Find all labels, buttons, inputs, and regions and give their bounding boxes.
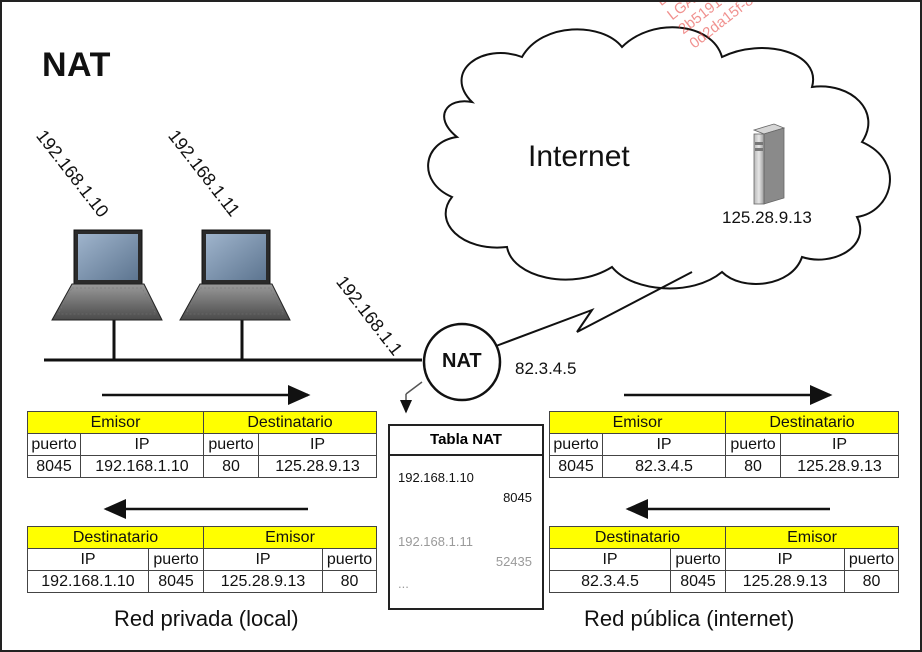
packet-private-out: Emisor Destinatario puerto IP puerto IP … xyxy=(27,411,377,478)
packet-subheader: puerto xyxy=(322,548,377,571)
packet-public-out: Emisor Destinatario puerto IP puerto IP … xyxy=(549,411,899,478)
laptop-1-icon xyxy=(51,229,163,321)
nat-table: Tabla NAT 192.168.1.10 8045 192.168.1.11… xyxy=(388,424,544,610)
packet-header: Destinatario xyxy=(725,411,899,434)
packet-subheader: IP xyxy=(80,433,204,456)
packet-subheader: IP xyxy=(258,433,377,456)
packet-subheader: IP xyxy=(549,548,671,571)
packet-subheader: IP xyxy=(725,548,845,571)
packet-subheader: puerto xyxy=(27,433,81,456)
packet-header: Destinatario xyxy=(27,526,204,549)
packet-header: Destinatario xyxy=(203,411,377,434)
packet-value: 80 xyxy=(725,455,781,478)
packet-value: 8045 xyxy=(148,570,204,593)
packet-header: Destinatario xyxy=(549,526,726,549)
wan-link xyxy=(495,271,693,347)
packet-value: 8045 xyxy=(27,455,81,478)
router-wan-ip-label: 82.3.4.5 xyxy=(515,359,577,378)
packet-header: Emisor xyxy=(725,526,899,549)
server-ip-label: 125.28.9.13 xyxy=(722,208,812,227)
packet-value: 82.3.4.5 xyxy=(549,570,671,593)
public-network-label: Red pública (internet) xyxy=(584,606,795,631)
packet-value: 80 xyxy=(203,455,259,478)
packet-value: 80 xyxy=(844,570,899,593)
packet-subheader: puerto xyxy=(549,433,603,456)
packet-value: 80 xyxy=(322,570,377,593)
packet-subheader: IP xyxy=(602,433,726,456)
packet-subheader: IP xyxy=(780,433,899,456)
packet-value: 125.28.9.13 xyxy=(258,455,377,478)
internet-label: Internet xyxy=(528,140,630,173)
nat-entry-port: 52435 xyxy=(495,554,532,569)
page-title: NAT xyxy=(42,46,111,84)
nat-entry-port: 8045 xyxy=(503,490,532,505)
packet-value: 125.28.9.13 xyxy=(725,570,845,593)
internet-cloud xyxy=(427,26,891,290)
packet-subheader: puerto xyxy=(203,433,259,456)
laptop-2-icon xyxy=(179,229,291,321)
packet-value: 125.28.9.13 xyxy=(203,570,323,593)
server-icon xyxy=(752,123,786,205)
packet-value: 82.3.4.5 xyxy=(602,455,726,478)
packet-value: 192.168.1.10 xyxy=(27,570,149,593)
nat-router-circle xyxy=(422,322,502,402)
packet-subheader: IP xyxy=(27,548,149,571)
packet-header: Emisor xyxy=(27,411,204,434)
packet-public-in: Destinatario Emisor IP puerto IP puerto … xyxy=(549,526,899,593)
packet-header: Emisor xyxy=(203,526,377,549)
nat-entry-ip: 192.168.1.11 xyxy=(398,534,473,549)
packet-value: 192.168.1.10 xyxy=(80,455,204,478)
packet-value: 8045 xyxy=(549,455,603,478)
packet-header: Emisor xyxy=(549,411,726,434)
packet-value: 125.28.9.13 xyxy=(780,455,899,478)
packet-subheader: puerto xyxy=(725,433,781,456)
packet-subheader: puerto xyxy=(844,548,899,571)
packet-value: 8045 xyxy=(670,570,726,593)
nat-table-title: Tabla NAT xyxy=(390,426,542,456)
nat-entry-more: ... xyxy=(398,576,409,591)
nat-entry-ip: 192.168.1.10 xyxy=(398,470,474,485)
nat-table-pointer xyxy=(405,381,423,395)
packet-subheader: puerto xyxy=(148,548,204,571)
packet-subheader: puerto xyxy=(670,548,726,571)
packet-private-in: Destinatario Emisor IP puerto IP puerto … xyxy=(27,526,377,593)
packet-subheader: IP xyxy=(203,548,323,571)
nat-router-label: NAT xyxy=(442,350,482,372)
private-network-label: Red privada (local) xyxy=(114,606,299,631)
